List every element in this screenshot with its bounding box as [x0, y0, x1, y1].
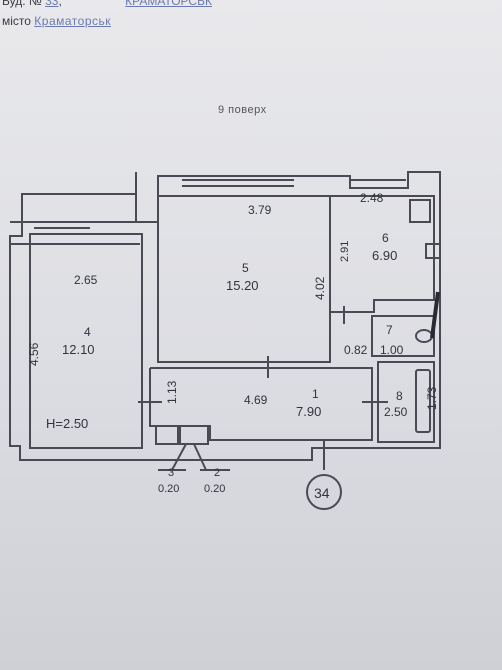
room-2-outline — [179, 425, 209, 445]
room-1-area: 7.90 — [296, 404, 321, 419]
city-label-top: КРАМАТОРСЬК — [125, 0, 212, 8]
outer-wall-left — [9, 172, 440, 461]
room-6-outline — [329, 195, 435, 313]
city-line: місто Краматорськ — [2, 14, 111, 28]
room-3-number: 3 — [168, 467, 174, 479]
city-name: Краматорськ — [34, 14, 112, 28]
dim-2-65: 2.65 — [74, 273, 98, 287]
building-label: Буд. № — [2, 0, 42, 8]
floor-label: 9 поверх — [218, 104, 267, 116]
dim-2-48: 2.48 — [360, 191, 384, 205]
room-1-outline — [149, 367, 373, 441]
leader-3 — [171, 443, 187, 471]
apartment-number-circle — [306, 474, 342, 510]
kitchen-sink — [425, 243, 441, 259]
room-6-number: 6 — [382, 231, 389, 245]
room-4-outline — [29, 233, 143, 449]
dim-3-79: 3.79 — [248, 203, 272, 217]
outer-wall-right — [135, 171, 441, 449]
room-6-area: 6.90 — [372, 248, 397, 263]
room-7-area: 1.00 — [380, 343, 404, 357]
room-8-area: 2.50 — [384, 405, 408, 419]
shaft-mark — [430, 291, 440, 339]
ceiling-height: H=2.50 — [46, 416, 88, 431]
room-3-area: 0.20 — [158, 483, 179, 495]
room-4-number: 4 — [84, 325, 91, 339]
dim-1-13: 1.13 — [165, 380, 179, 404]
dim-4-02: 4.02 — [313, 276, 327, 300]
room-5-number: 5 — [242, 261, 249, 275]
dim-0-82: 0.82 — [344, 343, 368, 357]
leader-2 — [193, 443, 207, 471]
dim-4-56: 4.56 — [27, 342, 41, 366]
room-5-area: 15.20 — [226, 278, 259, 293]
toilet — [415, 329, 433, 343]
room-1-number: 1 — [312, 387, 319, 401]
stove — [409, 199, 431, 223]
city-prefix: місто — [2, 14, 31, 28]
apartment-number: 34 — [314, 485, 330, 501]
room-2-number: 2 — [214, 467, 220, 479]
dim-1-73: 1.73 — [425, 386, 439, 410]
dim-4-69: 4.69 — [244, 393, 268, 407]
room-8-number: 8 — [396, 389, 403, 403]
document-header: Буд. № 33, КРАМАТОРСЬК місто Краматорськ — [0, 0, 502, 40]
room-3-outline — [155, 425, 179, 445]
separator: , — [58, 0, 62, 8]
bathtub — [415, 369, 431, 433]
building-number: 33 — [45, 0, 59, 8]
room-7-number: 7 — [386, 323, 393, 337]
dim-2-91: 2.91 — [339, 241, 351, 262]
room-4-area: 12.10 — [62, 342, 95, 357]
building-line: Буд. № 33, КРАМАТОРСЬК — [2, 0, 212, 8]
room-2-area: 0.20 — [204, 483, 225, 495]
